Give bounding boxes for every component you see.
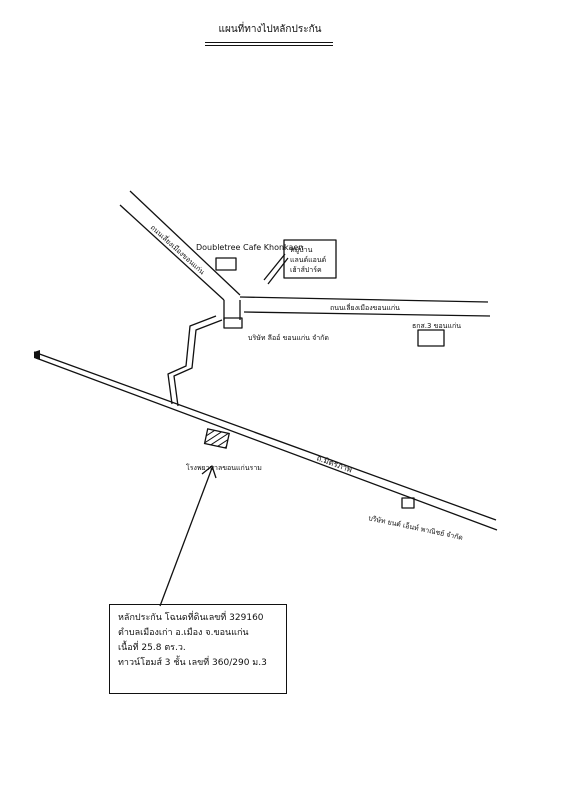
main-road-edge-top — [33, 351, 497, 521]
note-line-1: หลักประกัน โฉนดที่ดินเลขที่ 329160 — [118, 613, 264, 623]
village-label-box — [283, 239, 337, 279]
hospital-label: โรงพยาบาลขอนแก่นราม — [186, 463, 262, 472]
location-arrow — [159, 467, 213, 607]
diagonal-road-edge-bottom — [129, 190, 241, 296]
map-title: แผนที่ทางไปหลักประกัน — [218, 24, 322, 35]
note-line-3: เนื้อที่ 25.8 ตร.ว. — [118, 643, 186, 653]
lane-edge-left — [167, 315, 217, 405]
village-label-line-3: เฮ้าส์ปาร์ค — [290, 266, 322, 274]
cafe-marker — [215, 257, 237, 271]
village-pointer-b — [267, 257, 289, 285]
company-marker — [401, 497, 415, 509]
east-road-label: ถนนเลี่ยงเมืองขอนแก่น — [330, 303, 400, 312]
east-road-edge-bottom — [243, 311, 491, 317]
diagonal-road-edge-top — [119, 204, 225, 301]
factory-label: บริษัท ลีออ์ ขอนแก่น จำกัด — [248, 334, 329, 342]
village-pointer-a — [263, 253, 286, 281]
title-underline — [205, 42, 333, 43]
note-line-2: ตำบลเมืองเก่า อ.เมือง จ.ขอนแก่น — [118, 628, 249, 638]
main-road-edge-bottom — [35, 357, 498, 531]
note-line-4: ทาวน์โฮมส์ 3 ชั้น เลขที่ 360/290 ม.3 — [118, 658, 267, 668]
bank-label: ธกส.3 ขอนแก่น — [412, 322, 461, 330]
village-label-line-1: หมู่บ้าน — [290, 246, 313, 254]
road-endcap — [34, 350, 40, 360]
collateral-site-hatched — [203, 428, 230, 449]
lane-edge-right — [173, 319, 223, 407]
village-label-line-2: แลนด์แอนด์ — [290, 256, 326, 264]
cafe-label: Doubletree Cafe Khonkaen — [196, 243, 303, 252]
collateral-note-box: หลักประกัน โฉนดที่ดินเลขที่ 329160 ตำบลเ… — [109, 604, 287, 694]
location-arrowhead — [201, 465, 217, 479]
factory-marker — [223, 317, 243, 329]
title-underline-2 — [205, 45, 333, 46]
company-bottom-label: บริษัท ยนต์ เอ็นท์ พาณิชย์ จำกัด — [368, 513, 464, 542]
east-road-edge-top — [239, 296, 489, 303]
village-label: หมู่บ้าน แลนด์แอนด์ เฮ้าส์ปาร์ค — [290, 246, 328, 274]
bank-marker — [417, 329, 445, 347]
